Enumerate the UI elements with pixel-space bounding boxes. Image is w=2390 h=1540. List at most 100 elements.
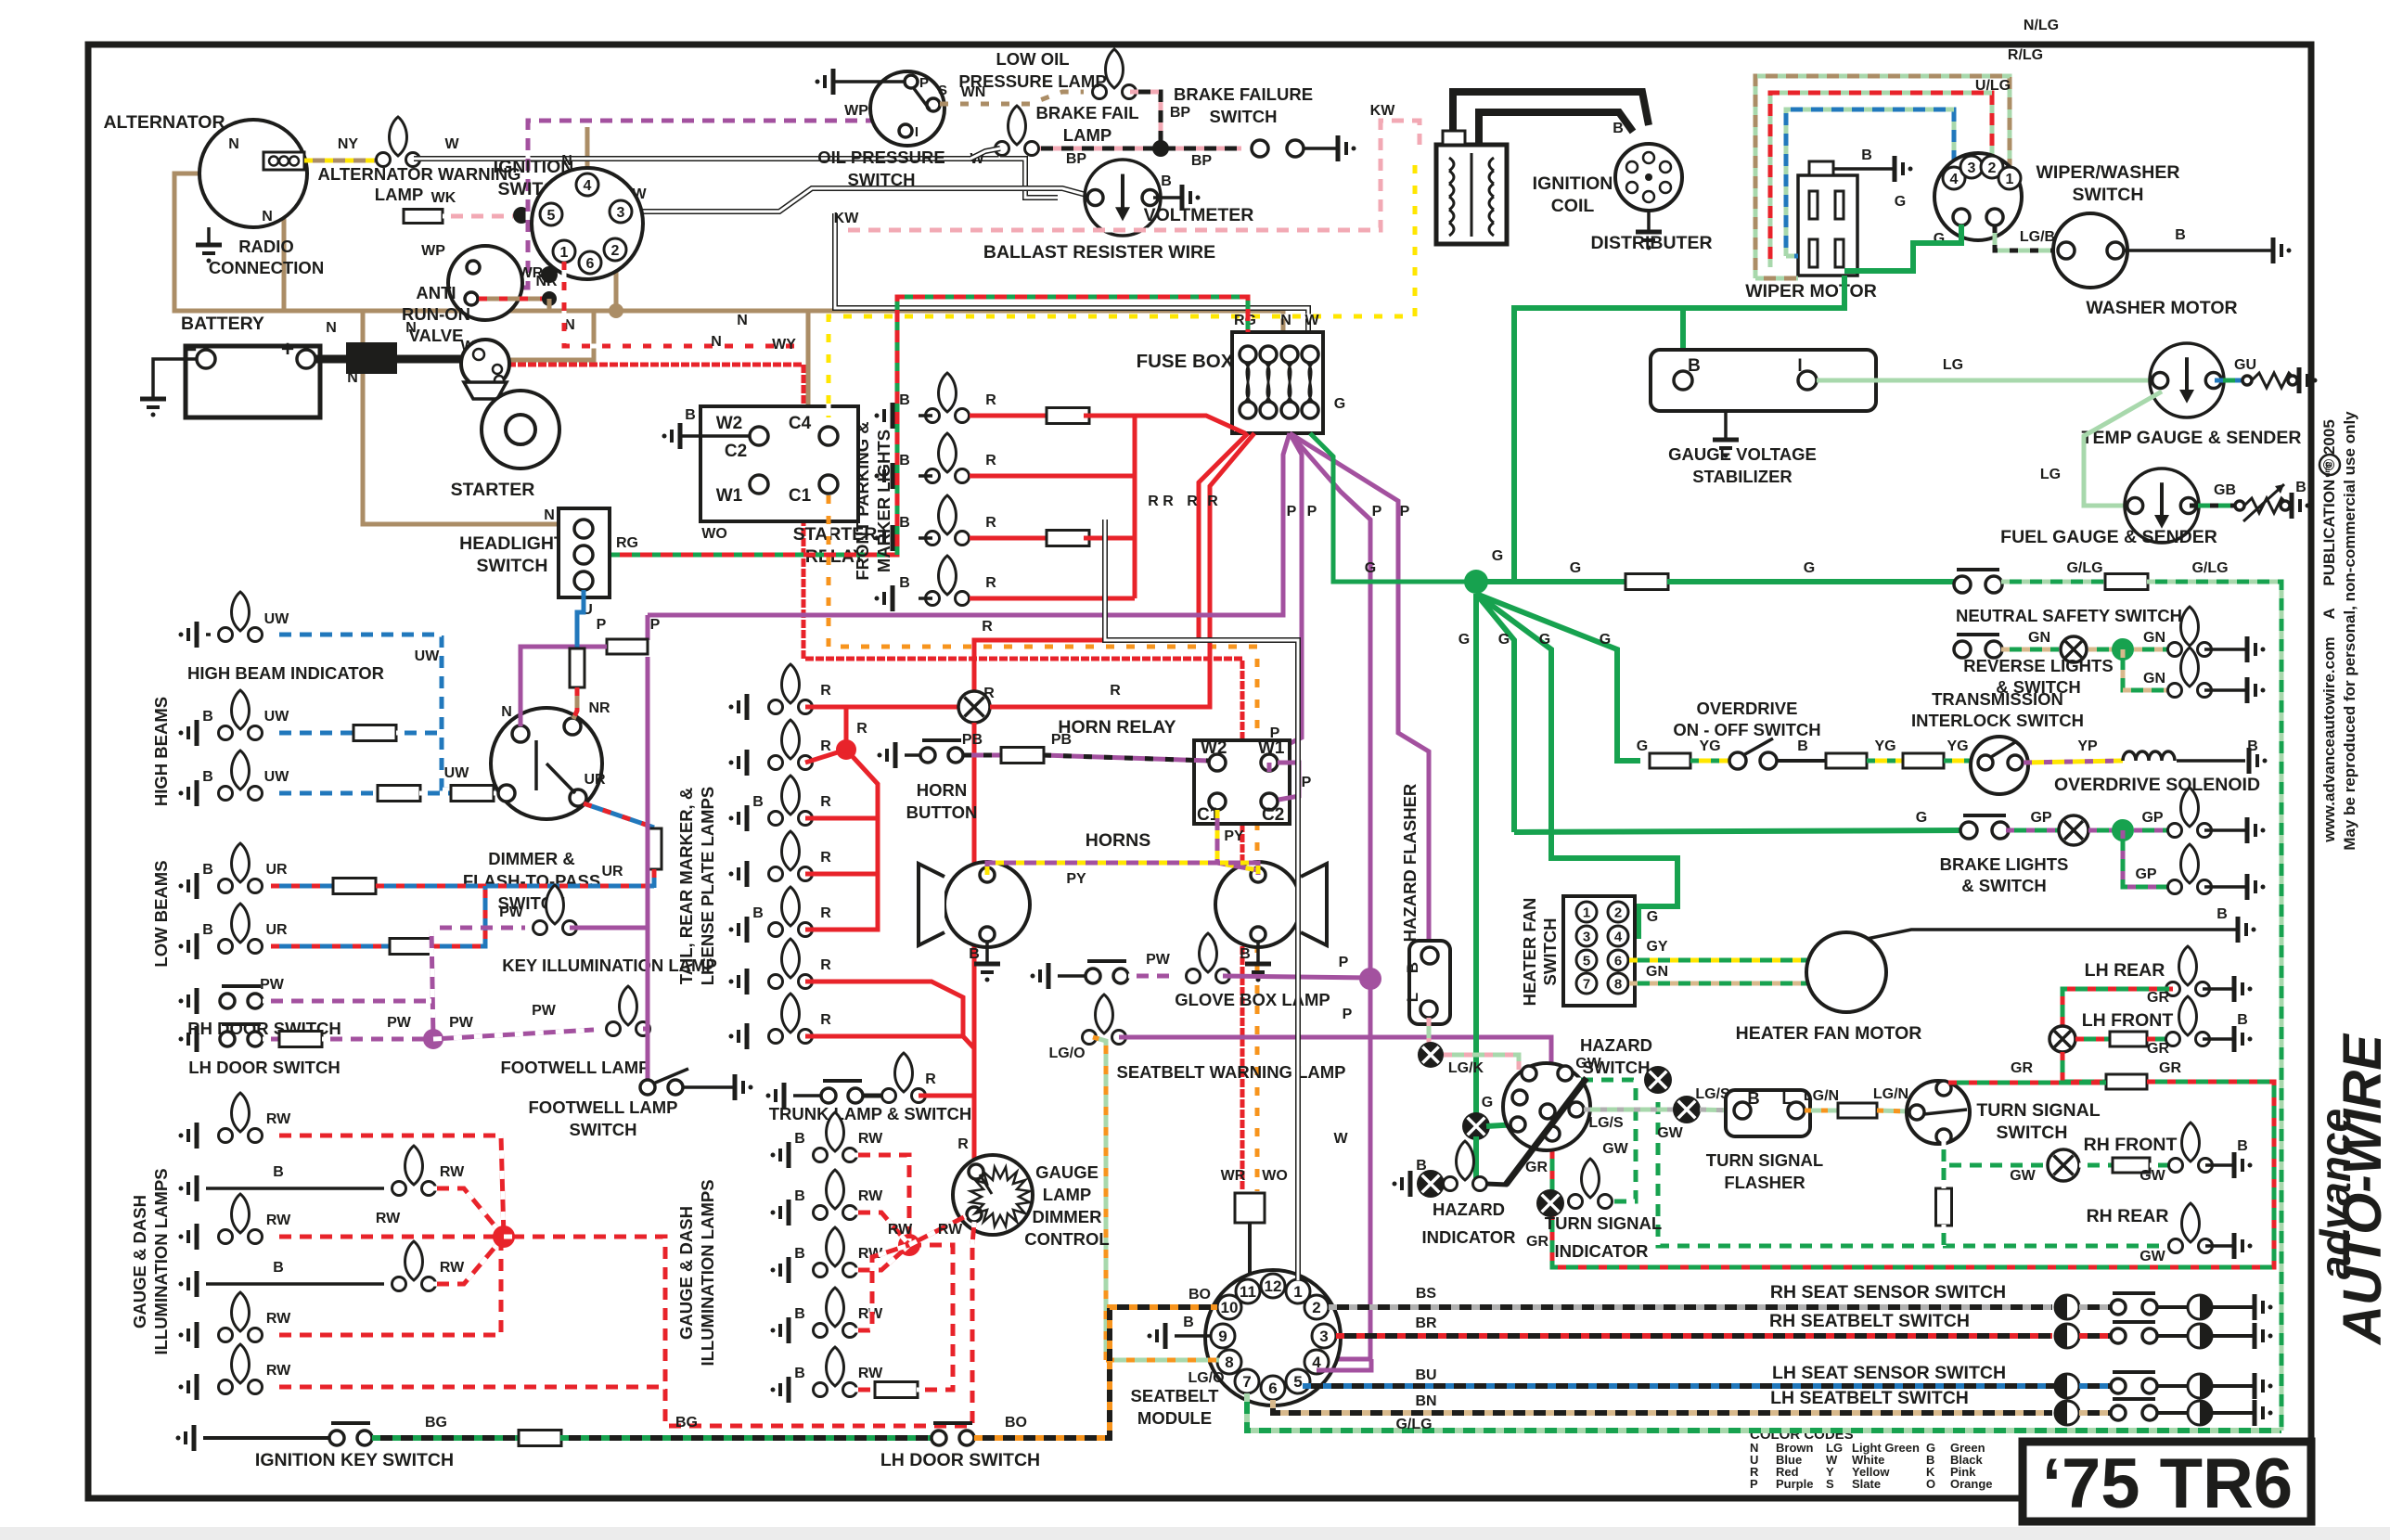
svg-text:S: S	[1826, 1477, 1834, 1491]
svg-text:WO: WO	[701, 526, 727, 542]
svg-text:Light Green: Light Green	[1852, 1441, 1920, 1455]
svg-text:4: 4	[1312, 1354, 1321, 1371]
svg-text:SWITCH: SWITCH	[2073, 185, 2144, 205]
svg-text:UW: UW	[264, 611, 290, 627]
svg-text:CONNECTION: CONNECTION	[209, 258, 324, 277]
svg-text:GW: GW	[1575, 1056, 1601, 1072]
svg-text:HEADLIGHT: HEADLIGHT	[459, 533, 565, 554]
svg-text:N: N	[405, 320, 417, 336]
svg-text:RW: RW	[266, 1213, 291, 1228]
svg-text:B: B	[899, 515, 910, 531]
svg-text:LH DOOR SWITCH: LH DOOR SWITCH	[880, 1450, 1040, 1470]
svg-text:SEATBELT WARNING LAMP: SEATBELT WARNING LAMP	[1117, 1062, 1346, 1082]
svg-text:GLOVE BOX LAMP: GLOVE BOX LAMP	[1175, 990, 1330, 1009]
svg-text:B: B	[1240, 946, 1251, 962]
svg-text:Slate: Slate	[1852, 1477, 1881, 1491]
svg-text:GP: GP	[2135, 866, 2156, 882]
svg-text:B: B	[899, 392, 910, 408]
svg-text:I: I	[915, 124, 919, 140]
svg-text:W: W	[1826, 1453, 1838, 1467]
svg-text:AUTO-WIRE: AUTO-WIRE	[2332, 1033, 2390, 1346]
svg-text:N: N	[1280, 313, 1291, 328]
svg-text:FUSE BOX: FUSE BOX	[1137, 351, 1234, 372]
svg-text:N: N	[564, 317, 575, 333]
svg-text:LH SEATBELT SWITCH: LH SEATBELT SWITCH	[1770, 1388, 1969, 1408]
svg-text:GY: GY	[1646, 939, 1667, 955]
svg-text:N: N	[501, 704, 512, 720]
svg-text:Red: Red	[1776, 1465, 1799, 1479]
svg-text:BATTERY: BATTERY	[181, 314, 264, 334]
svg-text:UW: UW	[264, 709, 290, 725]
svg-text:WN: WN	[961, 84, 986, 100]
svg-text:FRONT PARKING &: FRONT PARKING &	[853, 421, 872, 580]
svg-text:UW: UW	[444, 765, 470, 781]
svg-text:BUTTON: BUTTON	[906, 802, 978, 822]
svg-text:R: R	[1750, 1465, 1759, 1479]
svg-text:HEATER FAN: HEATER FAN	[1520, 898, 1539, 1007]
svg-text:P: P	[597, 617, 607, 633]
svg-text:3: 3	[1319, 1328, 1328, 1345]
svg-text:RH SEATBELT SWITCH: RH SEATBELT SWITCH	[1769, 1311, 1970, 1331]
svg-text:B: B	[685, 407, 696, 423]
svg-text:N: N	[561, 153, 572, 169]
svg-text:P: P	[1372, 504, 1382, 520]
svg-text:7: 7	[1583, 976, 1590, 992]
svg-text:3: 3	[1968, 160, 1976, 176]
svg-text:11: 11	[1240, 1283, 1256, 1301]
svg-text:B: B	[794, 1306, 805, 1322]
svg-text:RW: RW	[266, 1111, 291, 1127]
svg-text:GAUGE: GAUGE	[1035, 1162, 1099, 1182]
svg-text:GW: GW	[2139, 1168, 2165, 1184]
svg-text:SEATBELT: SEATBELT	[1131, 1386, 1220, 1405]
svg-text:RG: RG	[1234, 313, 1256, 328]
svg-text:WIPER MOTOR: WIPER MOTOR	[1745, 281, 1877, 302]
svg-text:RW: RW	[858, 1131, 883, 1147]
svg-text:B: B	[2237, 1012, 2248, 1028]
svg-text:FOOTWELL LAMP: FOOTWELL LAMP	[501, 1058, 650, 1077]
svg-text:PW: PW	[387, 1015, 412, 1031]
svg-text:3: 3	[617, 205, 625, 221]
svg-text:TURN SIGNAL: TURN SIGNAL	[1706, 1150, 1823, 1170]
svg-text:DIMMER &: DIMMER &	[488, 849, 575, 868]
svg-text:GN: GN	[1646, 964, 1668, 980]
svg-text:Purple: Purple	[1776, 1477, 1813, 1491]
svg-text:BG: BG	[675, 1415, 698, 1431]
svg-text:BU: BU	[1415, 1367, 1436, 1383]
svg-text:G: G	[1365, 560, 1376, 576]
svg-text:+: +	[281, 337, 294, 362]
svg-text:LH FRONT: LH FRONT	[2082, 1010, 2174, 1031]
svg-text:LG/S: LG/S	[1588, 1115, 1624, 1131]
svg-text:O: O	[1926, 1477, 1935, 1491]
svg-text:WP: WP	[844, 103, 868, 119]
svg-text:G: G	[1637, 738, 1648, 754]
svg-text:LH SEAT SENSOR SWITCH: LH SEAT SENSOR SWITCH	[1772, 1363, 2006, 1383]
svg-text:7: 7	[1242, 1373, 1251, 1391]
svg-text:G: G	[1482, 1095, 1493, 1110]
svg-text:R: R	[957, 1136, 969, 1152]
svg-text:2: 2	[1312, 1299, 1320, 1316]
svg-text:B: B	[1688, 356, 1701, 376]
svg-text:G/LG: G/LG	[1395, 1417, 1432, 1432]
svg-text:LICENSE PLATE LAMPS: LICENSE PLATE LAMPS	[698, 787, 717, 985]
svg-text:PW: PW	[260, 977, 285, 993]
svg-text:B: B	[1797, 738, 1808, 754]
svg-text:B: B	[1416, 1158, 1427, 1174]
svg-text:LH DOOR SWITCH: LH DOOR SWITCH	[188, 1058, 340, 1077]
svg-text:B: B	[794, 1366, 805, 1381]
svg-text:12: 12	[1265, 1277, 1282, 1295]
svg-text:LG/O: LG/O	[1048, 1046, 1085, 1061]
svg-text:4: 4	[1614, 929, 1623, 944]
svg-text:6: 6	[1268, 1380, 1277, 1397]
svg-text:WY: WY	[772, 337, 796, 353]
svg-text:R: R	[820, 738, 831, 754]
svg-text:2: 2	[1614, 905, 1622, 920]
svg-text:NEUTRAL SAFETY SWITCH: NEUTRAL SAFETY SWITCH	[1956, 606, 2182, 625]
svg-text:B: B	[202, 769, 213, 785]
svg-text:RW: RW	[858, 1188, 883, 1204]
svg-text:White: White	[1852, 1453, 1884, 1467]
svg-text:ILLUMINATION LAMPS: ILLUMINATION LAMPS	[698, 1179, 717, 1366]
svg-text:TEMP GAUGE & SENDER: TEMP GAUGE & SENDER	[2082, 428, 2302, 448]
svg-text:UR: UR	[265, 862, 288, 878]
svg-text:W2: W2	[1201, 738, 1227, 758]
svg-text:K: K	[1926, 1465, 1935, 1479]
